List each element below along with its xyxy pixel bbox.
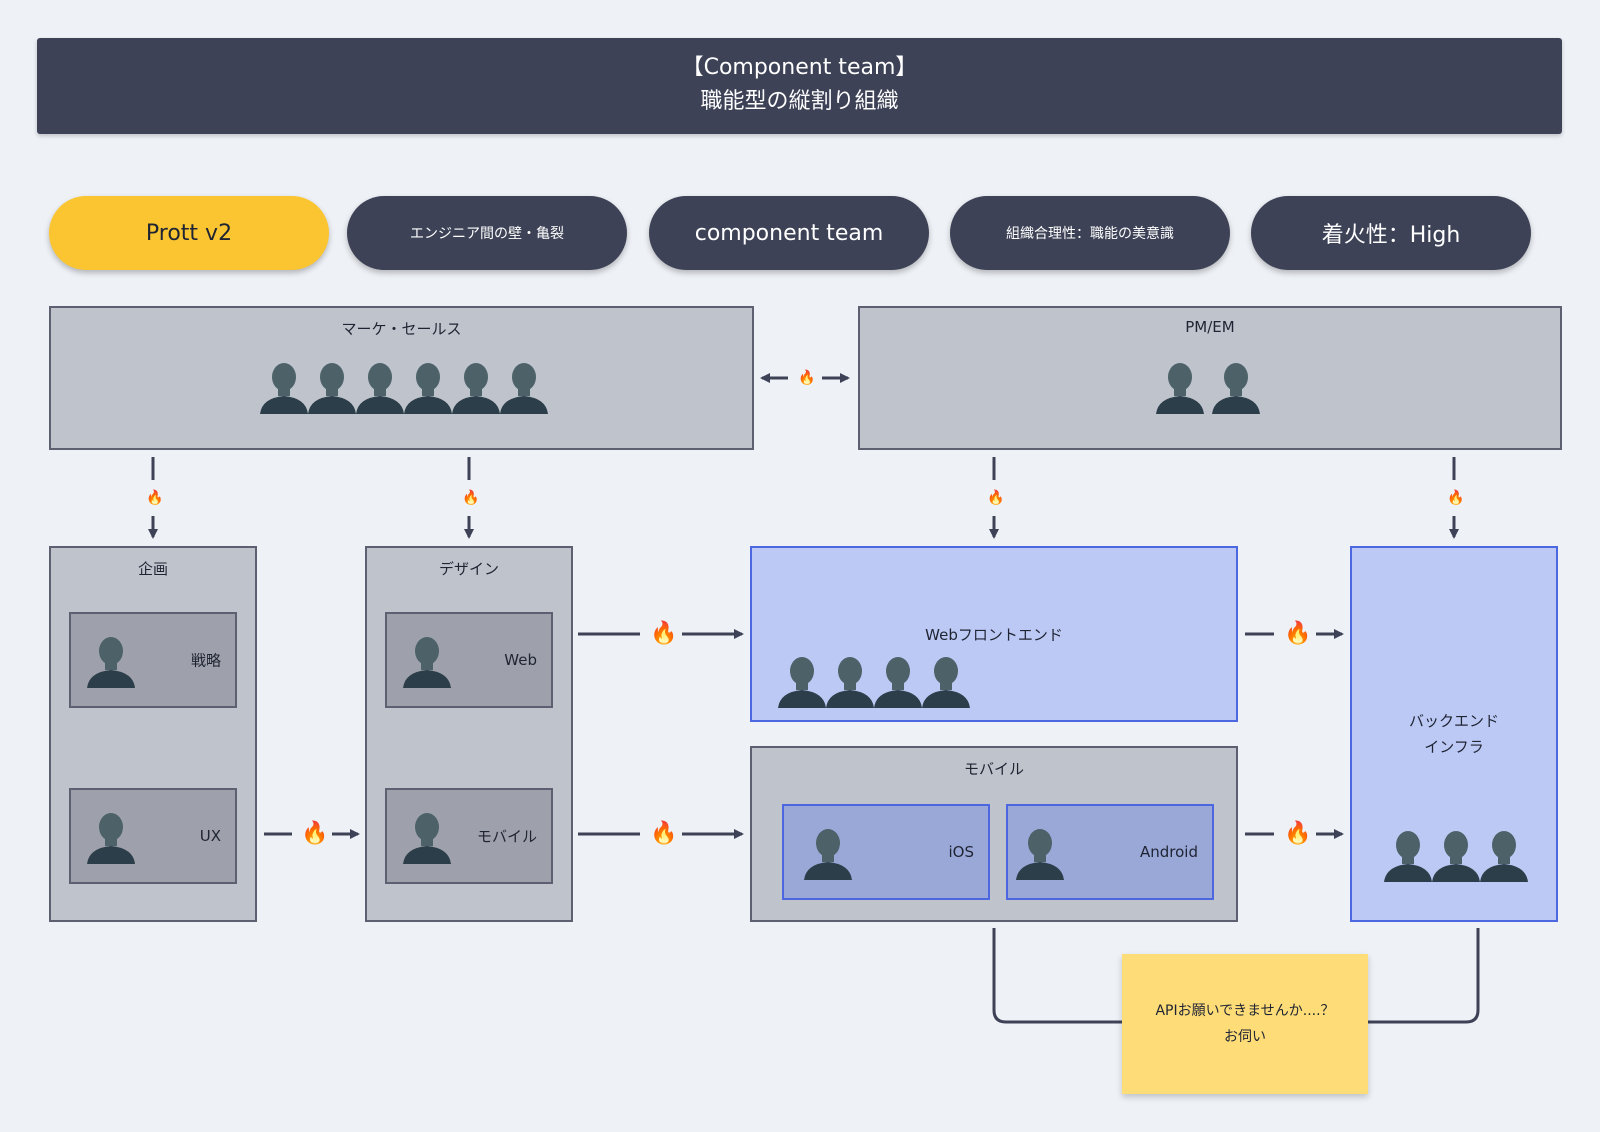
person-icon [452, 363, 500, 414]
pill-component-team[interactable]: component team [649, 196, 929, 270]
team-marketing-sales-title: マーケ・セールス [341, 320, 462, 338]
pill-engineer-wall[interactable]: エンジニア間の壁・亀裂 [347, 196, 627, 270]
team-backend-infra: バックエンド インフラ [1350, 546, 1558, 922]
team-web-frontend: Webフロントエンド [750, 546, 1238, 722]
person-icon [1156, 363, 1204, 414]
fire-icon: 🔥 [146, 490, 164, 506]
team-planning-title: 企画 [137, 560, 168, 578]
team-web-frontend-title: Webフロントエンド [925, 626, 1063, 644]
role-design-web: Web [385, 612, 553, 708]
fire-icon: 🔥 [798, 370, 816, 386]
role-design-mobile-label: モバイル [476, 827, 537, 846]
person-icon [1212, 363, 1260, 414]
team-backend-infra-title: バックエンド インフラ [1352, 708, 1556, 760]
person-icon [87, 813, 135, 864]
role-android-label: Android [1140, 843, 1198, 861]
fire-icon: 🔥 [301, 821, 329, 846]
person-icon [500, 363, 548, 414]
role-ios: iOS [782, 804, 990, 900]
role-android: Android [1006, 804, 1214, 900]
person-icon [403, 637, 451, 688]
web-frontend-people [778, 654, 970, 708]
person-icon [1432, 831, 1480, 882]
team-planning: 企画 戦略 UX [49, 546, 257, 922]
person-icon [260, 363, 308, 414]
backend-people [1384, 828, 1528, 882]
person-icon [404, 363, 452, 414]
role-design-web-label: Web [504, 651, 537, 669]
fire-icon: 🔥 [462, 490, 480, 506]
sticky-note-line2: お伺い [1224, 1029, 1266, 1045]
header-banner: 【Component team】 職能型の縦割り組織 [37, 38, 1562, 134]
person-icon [1016, 829, 1064, 880]
person-icon [87, 637, 135, 688]
role-strategy: 戦略 [69, 612, 237, 708]
role-ios-label: iOS [948, 843, 975, 861]
team-pm-em: PM/EM [858, 306, 1562, 450]
person-icon [826, 657, 874, 708]
role-design-mobile: モバイル [385, 788, 553, 884]
team-mobile: モバイル iOS Android [750, 746, 1238, 922]
person-icon [1384, 831, 1432, 882]
role-ux: UX [69, 788, 237, 884]
fire-icon: 🔥 [650, 821, 678, 846]
team-design: デザイン Web モバイル [365, 546, 573, 922]
fire-icon: 🔥 [1284, 821, 1312, 846]
team-backend-title-line1: バックエンド [1408, 712, 1499, 730]
person-icon [403, 813, 451, 864]
person-icon [874, 657, 922, 708]
person-icon [922, 657, 970, 708]
marketing-people [260, 360, 548, 414]
team-design-title: デザイン [438, 560, 499, 578]
pill-ignitability[interactable]: 着火性：High [1251, 196, 1531, 270]
pill-prott-v2[interactable]: Prott v2 [49, 196, 329, 270]
fire-icon: 🔥 [1447, 490, 1465, 506]
person-icon [1480, 831, 1528, 882]
role-strategy-label: 戦略 [190, 651, 221, 670]
sticky-note-api-request[interactable]: APIお願いできませんか....？ お伺い [1122, 954, 1368, 1094]
role-ux-label: UX [199, 827, 221, 845]
pill-org-rationality[interactable]: 組織合理性：職能の美意識 [950, 196, 1230, 270]
sticky-note-line1: APIお願いできませんか....？ [1155, 1003, 1335, 1019]
person-icon [308, 363, 356, 414]
team-mobile-title: モバイル [963, 760, 1024, 778]
team-marketing-sales: マーケ・セールス [49, 306, 754, 450]
team-backend-title-line2: インフラ [1424, 738, 1484, 756]
person-icon [356, 363, 404, 414]
person-icon [778, 657, 826, 708]
fire-icon: 🔥 [650, 621, 678, 646]
fire-icon: 🔥 [1284, 621, 1312, 646]
team-pm-em-title: PM/EM [1185, 318, 1235, 336]
header-title: 【Component team】 [681, 55, 918, 80]
pm-people [1156, 360, 1260, 414]
header-subtitle: 職能型の縦割り組織 [700, 89, 899, 114]
person-icon [804, 829, 852, 880]
fire-icon: 🔥 [987, 490, 1005, 506]
